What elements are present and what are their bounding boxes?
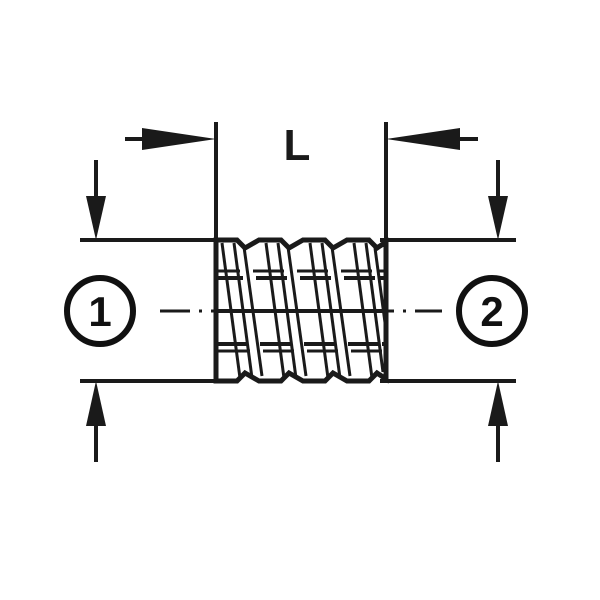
arrowhead-left-icon — [386, 128, 460, 150]
callout-1[interactable]: 1 — [64, 275, 136, 347]
bore-wall-lines — [216, 269, 386, 353]
arrow-right-vertical-up — [488, 381, 508, 462]
arrow-shaft — [94, 160, 98, 208]
callout-1-label: 1 — [88, 288, 111, 335]
length-dimension-label: L — [284, 121, 311, 170]
threaded-insert-body — [160, 237, 442, 384]
extension-lines — [80, 122, 516, 383]
arrowhead-down-icon — [86, 196, 106, 240]
arrowhead-down-icon — [488, 196, 508, 240]
callout-circle — [64, 275, 136, 347]
arrow-top-left-horizontal — [125, 128, 216, 150]
arrowhead-up-icon — [86, 381, 106, 426]
arrow-shaft — [496, 414, 500, 462]
arrow-shaft — [496, 160, 500, 208]
arrowhead-right-icon — [142, 128, 216, 150]
arrow-right-vertical-down — [488, 160, 508, 240]
thread-flank — [373, 247, 388, 331]
callout-2[interactable]: 2 — [456, 275, 528, 347]
callout-circle — [456, 275, 528, 347]
arrow-top-right-horizontal — [386, 128, 478, 150]
arrow-shaft — [94, 414, 98, 462]
arrow-left-vertical-up — [86, 381, 106, 462]
arrow-left-vertical-down — [86, 160, 106, 240]
dimension-arrows — [86, 128, 508, 462]
arrowhead-up-icon — [488, 381, 508, 426]
callout-2-label: 2 — [480, 288, 503, 335]
thread-root-lines — [216, 276, 386, 346]
